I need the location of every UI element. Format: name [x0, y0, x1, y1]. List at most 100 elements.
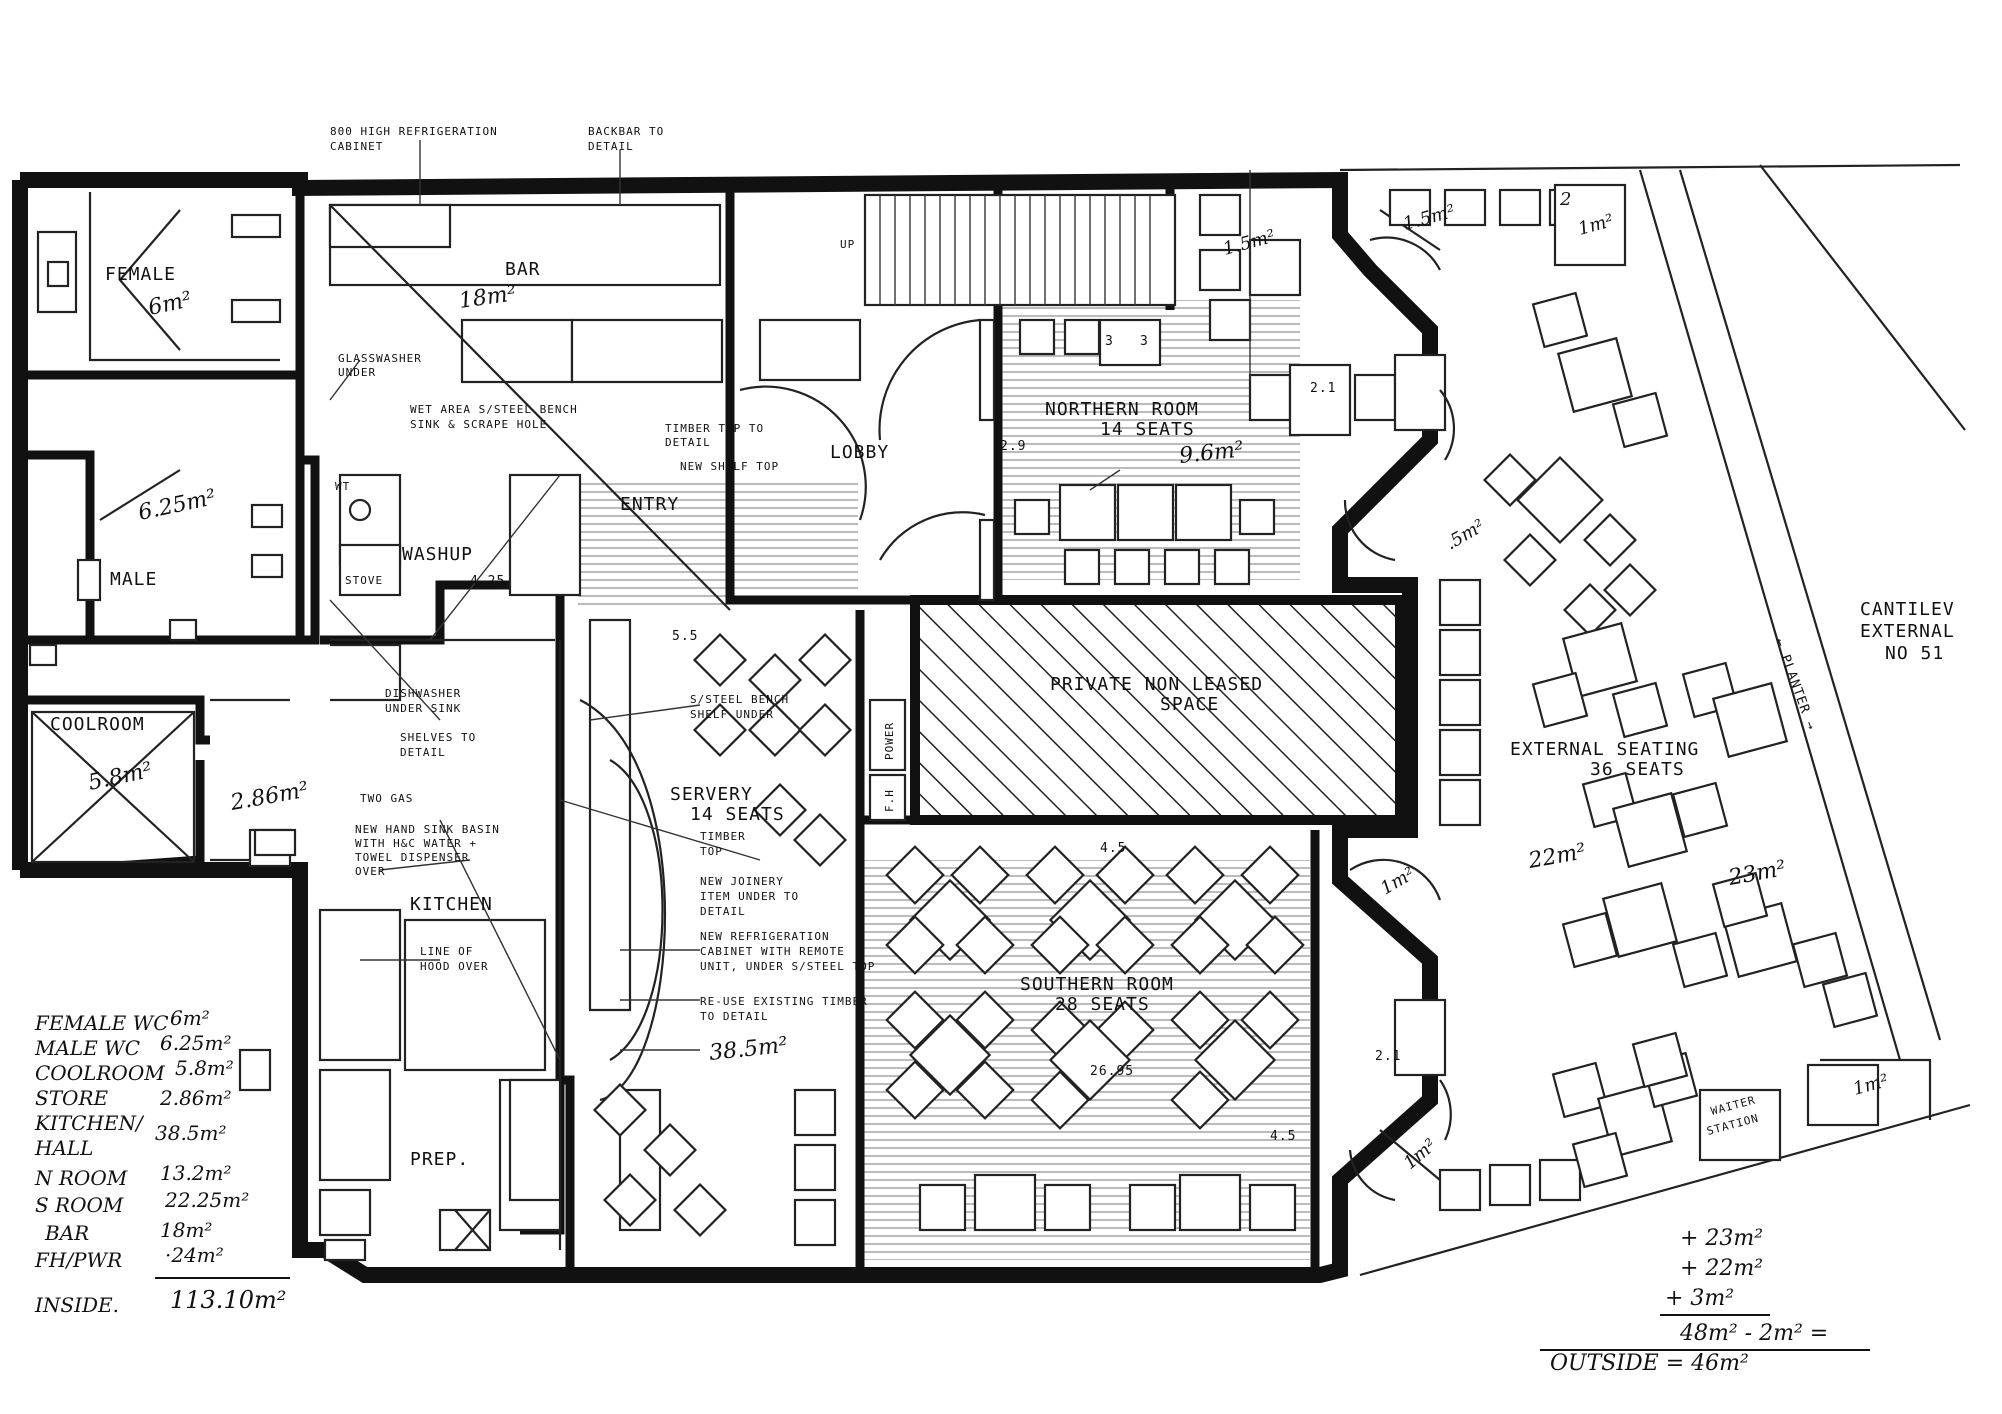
- refrig-note-2: CABINET: [330, 140, 383, 153]
- male-area: 6.25m²: [136, 485, 218, 526]
- reuse-note: RE-USE EXISTING TIMBER: [700, 995, 868, 1008]
- power-box: [868, 698, 907, 772]
- lobby-label: LOBBY: [830, 442, 889, 463]
- door-area-f: 4.5: [1100, 841, 1126, 856]
- southern-area: 26.95: [1090, 1064, 1134, 1079]
- newrefrig-note-3: UNIT, UNDER S/STEEL TOP: [700, 960, 875, 973]
- legend-value-2: 5.8m²: [175, 1056, 234, 1080]
- reuse-note-2: TO DETAIL: [700, 1010, 769, 1023]
- dishwasher-note-2: UNDER SINK: [385, 702, 461, 715]
- outside-line-3: + 3m²: [1665, 1286, 1734, 1311]
- twogas-note: TWO GAS: [360, 792, 413, 805]
- door-area-m: 3: [1140, 334, 1149, 349]
- wetarea-note-2: SINK & SCRAPE HOLE: [410, 418, 547, 431]
- annotation-labels: 800 HIGH REFRIGERATION CABINET BACKBAR T…: [330, 125, 875, 1023]
- door-area-d: 2.9: [1000, 439, 1026, 454]
- linehood-note: LINE OF: [420, 945, 473, 958]
- external-seats: 36 SEATS: [1590, 759, 1685, 780]
- kitchen-fittings: [238, 828, 562, 1262]
- female-label: FEMALE: [105, 264, 176, 285]
- dishwasher-note: DISHWASHER: [385, 687, 461, 700]
- timber-note: TIMBER TOP TO: [665, 422, 764, 435]
- entry-floor: [578, 480, 858, 610]
- cantilever-label: CANTILEV: [1860, 599, 1955, 620]
- store-area: 2.86m²: [228, 778, 311, 816]
- linehood-note-2: HOOD OVER: [420, 960, 489, 973]
- door-area-i: 1m²: [1377, 863, 1418, 899]
- coolroom: [30, 710, 196, 864]
- legend-label-4: KITCHEN/: [34, 1111, 145, 1135]
- door-area-l: 3: [1105, 334, 1114, 349]
- newrefrig-note: NEW REFRIGERATION: [700, 930, 830, 943]
- timber-note-3: NEW SHELF TOP: [680, 460, 779, 473]
- glasswasher-note: GLASSWASHER: [338, 352, 422, 365]
- timber-note-2: DETAIL: [665, 436, 711, 449]
- servery-label: SERVERY: [670, 784, 753, 805]
- outside-line-1: + 23m²: [1680, 1226, 1763, 1251]
- shelves-note-2: DETAIL: [400, 746, 446, 759]
- wetarea-note: WET AREA S/STEEL BENCH: [410, 403, 578, 416]
- outside-line-4: 48m² - 2m² =: [1679, 1321, 1828, 1346]
- fh-label: F.H: [883, 789, 896, 812]
- door-area-e: 5.5: [672, 629, 698, 644]
- external-tables: [1482, 291, 1879, 1189]
- outside-line-2: + 22m²: [1680, 1256, 1763, 1281]
- refrig-note: 800 HIGH REFRIGERATION: [330, 125, 498, 138]
- servery-area: 38.5m²: [708, 1033, 789, 1066]
- female-area: 6m²: [146, 287, 194, 321]
- southern-label: SOUTHERN ROOM: [1020, 974, 1174, 995]
- private-space: [910, 595, 1405, 825]
- outside-result: OUTSIDE = 46m²: [1550, 1351, 1749, 1376]
- private-label-2: SPACE: [1160, 694, 1219, 715]
- legend-value-6: 13.2m²: [160, 1161, 232, 1185]
- joinery-note-2: ITEM UNDER TO: [700, 890, 799, 903]
- door-area-j: .5m²: [1442, 515, 1488, 554]
- fh-box: [868, 773, 907, 822]
- male-label: MALE: [110, 569, 157, 590]
- door-area-h: 4.5: [1270, 1129, 1296, 1144]
- timbertop-note: TIMBER: [700, 830, 746, 843]
- outside-calc: + 23m² + 22m² + 3m² 48m² - 2m² = OUTSIDE…: [1540, 1226, 1870, 1376]
- southern-room-tables: [885, 845, 1305, 1232]
- door-area-g: 2.1: [1375, 1049, 1401, 1064]
- kitchen-label: KITCHEN: [410, 894, 493, 915]
- northern-label: NORTHERN ROOM: [1045, 399, 1199, 420]
- lobby-doors: [739, 318, 996, 602]
- joinery-note: NEW JOINERY: [700, 875, 784, 888]
- legend-label-9: FH/PWR: [34, 1248, 122, 1272]
- stairs: [758, 193, 1177, 382]
- washup-label: WASHUP: [402, 544, 473, 565]
- cantilever-label-3: NO 51: [1885, 643, 1944, 664]
- legend-value-8: 18m²: [160, 1218, 212, 1242]
- building-walls: [12, 171, 1438, 1283]
- legend-value-4: 38.5m²: [155, 1121, 227, 1145]
- private-label: PRIVATE NON LEASED: [1050, 674, 1263, 695]
- leader-lines: [329, 140, 1251, 1061]
- legend-value-9: ·24m²: [165, 1243, 224, 1267]
- ext-area-e: 1m²: [1400, 1135, 1441, 1174]
- ssbench-note: S/STEEL BENCH: [690, 693, 789, 706]
- newhand-note-3: TOWEL DISPENSER: [355, 851, 469, 864]
- legend-value-3: 2.86m²: [159, 1086, 232, 1110]
- legend-label-0: FEMALE WC: [34, 1011, 169, 1035]
- newhand-note-2: WITH H&C WATER +: [355, 837, 477, 850]
- legend-value-7: 22.25m²: [164, 1188, 249, 1212]
- door-area-c: 2.1: [1310, 381, 1336, 396]
- glasswasher-note-2: UNDER: [338, 366, 376, 379]
- facade-doors: [1343, 209, 1456, 1202]
- newhand-note: NEW HAND SINK BASIN: [355, 823, 500, 836]
- door-area-k: 2: [1559, 189, 1571, 210]
- shelves-note: SHELVES TO: [400, 731, 476, 744]
- ext-area-a: 22m²: [1526, 839, 1588, 874]
- southern-seats: 28 SEATS: [1055, 994, 1150, 1015]
- servery-tables: [592, 632, 853, 1247]
- wt-note: WT: [335, 480, 350, 493]
- legend-label-7: S ROOM: [35, 1193, 124, 1217]
- coolroom-area: 5.8m²: [86, 758, 154, 796]
- northern-seats: 14 SEATS: [1100, 419, 1195, 440]
- up-note: UP: [840, 238, 855, 251]
- prep-label: PREP.: [410, 1149, 469, 1170]
- ext-area-b: 23m²: [1726, 856, 1788, 891]
- legend-total-label: INSIDE.: [34, 1293, 119, 1317]
